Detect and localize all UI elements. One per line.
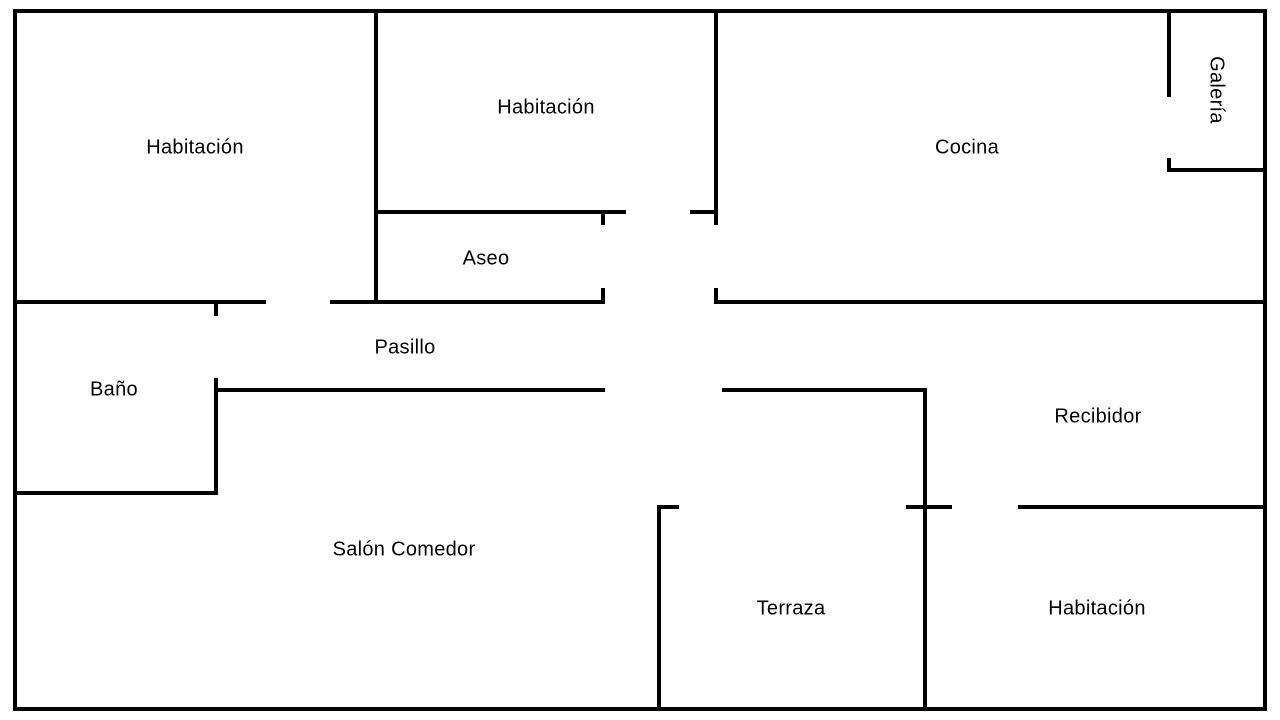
room-label-pasillo: Pasillo bbox=[374, 336, 435, 358]
room-label-cocina: Cocina bbox=[935, 136, 1000, 158]
room-label-habitacion-2: Habitación bbox=[497, 96, 595, 118]
outer-wall bbox=[13, 9, 1267, 711]
interior-walls bbox=[13, 9, 1267, 711]
room-label-habitacion-3: Habitación bbox=[1048, 597, 1146, 619]
room-label-aseo: Aseo bbox=[463, 247, 510, 269]
room-label-terraza: Terraza bbox=[757, 597, 826, 619]
room-label-recibidor: Recibidor bbox=[1054, 405, 1141, 427]
room-labels: Habitación Habitación Cocina Galería Ase… bbox=[90, 56, 1228, 619]
room-label-habitacion-1: Habitación bbox=[146, 136, 244, 158]
room-label-salon-comedor: Salón Comedor bbox=[333, 538, 476, 560]
room-label-galeria: Galería bbox=[1206, 56, 1228, 124]
room-label-bano: Baño bbox=[90, 378, 138, 400]
